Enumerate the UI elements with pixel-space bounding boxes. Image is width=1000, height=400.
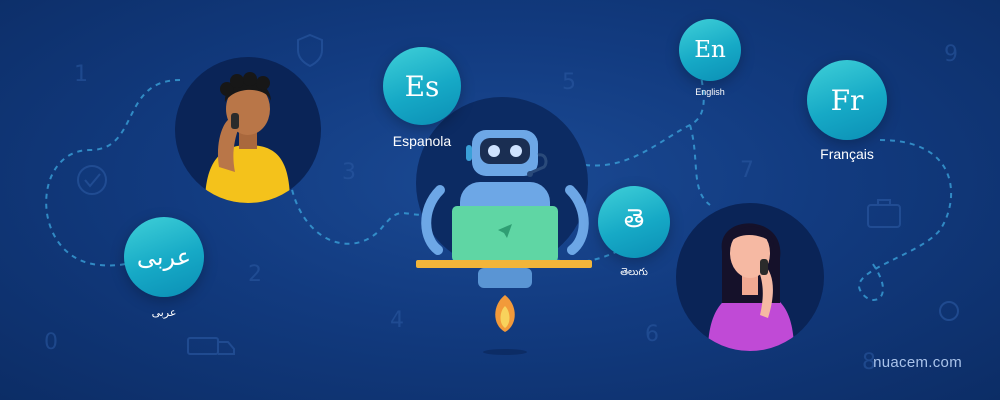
french-label: Français: [820, 146, 874, 162]
background-digit: 7: [740, 158, 754, 183]
shield-icon: [297, 33, 323, 68]
french-language-bubble: Fr: [807, 60, 887, 140]
check-circle-icon: [77, 165, 107, 195]
english-label: English: [695, 87, 725, 97]
truck-icon: [187, 337, 219, 355]
chatbot-robot: [416, 130, 592, 355]
spanish-language-bubble: Es: [383, 47, 461, 125]
arabic-symbol: عربى: [136, 243, 192, 271]
spanish-symbol: Es: [404, 69, 440, 103]
background-digit: 5: [562, 70, 576, 95]
spanish-label: Espanola: [392, 133, 452, 149]
briefcase-icon: [867, 204, 901, 228]
background-digit: 9: [944, 42, 958, 67]
english-symbol: En: [694, 37, 726, 63]
background-digit: 1: [74, 62, 88, 87]
arabic-language-bubble: عربى: [124, 217, 204, 297]
background-digit: 6: [645, 322, 659, 347]
globe-icon: [939, 301, 959, 321]
english-language-bubble: En: [679, 19, 741, 81]
brand-watermark: nuacem.com: [873, 354, 962, 371]
telugu-label: తెలుగు: [620, 267, 648, 278]
background-digit: 2: [248, 262, 262, 287]
background-digit: 0: [44, 330, 58, 355]
woman-on-phone-avatar: [676, 203, 824, 351]
arabic-label: عربی: [151, 307, 177, 319]
background-digit: 4: [390, 308, 404, 333]
background-digit: 8: [862, 350, 876, 375]
telugu-symbol: తె: [623, 204, 645, 234]
telugu-language-bubble: తె: [598, 186, 670, 258]
man-on-phone-avatar: [175, 57, 321, 203]
french-symbol: Fr: [830, 83, 864, 117]
background-digit: 3: [342, 160, 356, 185]
